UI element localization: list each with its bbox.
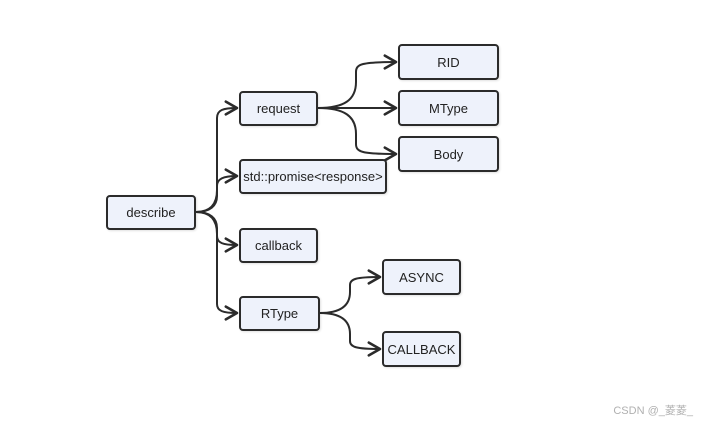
edge-rtype-async <box>319 269 382 314</box>
node-callback-mode[interactable]: CALLBACK <box>382 331 461 367</box>
node-rtype[interactable]: RType <box>239 296 320 331</box>
edge-describe-rtype <box>195 211 239 321</box>
edge-request-rid <box>317 54 398 109</box>
node-body[interactable]: Body <box>398 136 499 172</box>
node-mtype[interactable]: MType <box>398 90 499 126</box>
node-rid[interactable]: RID <box>398 44 499 80</box>
edge-rtype-callback <box>319 312 382 357</box>
watermark: CSDN @_菱菱_ <box>613 405 693 417</box>
node-callback[interactable]: callback <box>239 228 318 263</box>
edge-describe-promise <box>195 168 239 213</box>
node-describe[interactable]: describe <box>106 195 196 230</box>
node-request[interactable]: request <box>239 91 318 126</box>
node-async[interactable]: ASYNC <box>382 259 461 295</box>
node-std-promise-response[interactable]: std::promise<response> <box>239 159 387 194</box>
edge-request-body <box>317 107 398 162</box>
